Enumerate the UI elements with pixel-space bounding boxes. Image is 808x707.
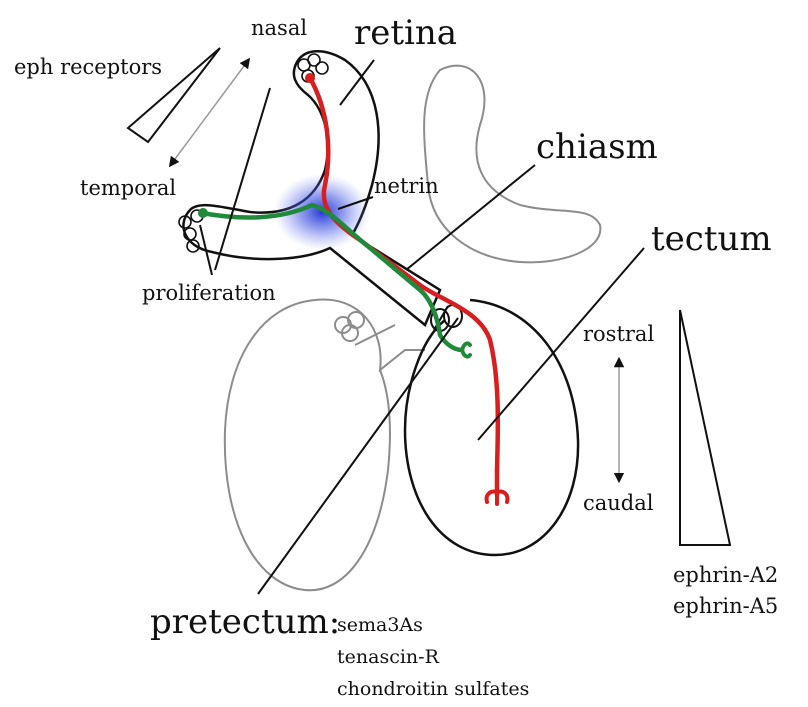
red-axon-terminal [487,492,508,504]
ephrin-gradient-wedge [680,310,730,545]
contralateral-tectum-outline [225,300,425,591]
retina-label: retina [354,13,457,53]
sema3as-label: sema3As [337,614,423,636]
ephrin-a5-label: ephrin-A5 [673,594,778,618]
pretectum-label: pretectum: [150,602,340,642]
rostral-label: rostral [583,322,654,346]
chiasm-label: chiasm [536,127,658,167]
nasal-label: nasal [251,16,307,40]
ephrin-a2-label: ephrin-A2 [673,563,778,587]
red-axon-soma [305,73,315,83]
tenascin-r-label: tenascin-R [337,646,440,668]
netrin-label: netrin [374,174,439,198]
tectum-label: tectum [651,219,772,259]
chondroitin-sulfates-label: chondroitin sulfates [337,678,529,700]
caudal-label: caudal [583,491,654,515]
proliferation-label: proliferation [142,281,276,305]
eph-receptors-label: eph receptors [14,55,162,79]
contralateral-pretectum-cells [335,312,364,341]
green-axon-terminal [462,343,470,356]
green-axon-soma [198,208,208,218]
nasal-temporal-axis-arrow [172,62,247,163]
temporal-label: temporal [80,176,176,200]
